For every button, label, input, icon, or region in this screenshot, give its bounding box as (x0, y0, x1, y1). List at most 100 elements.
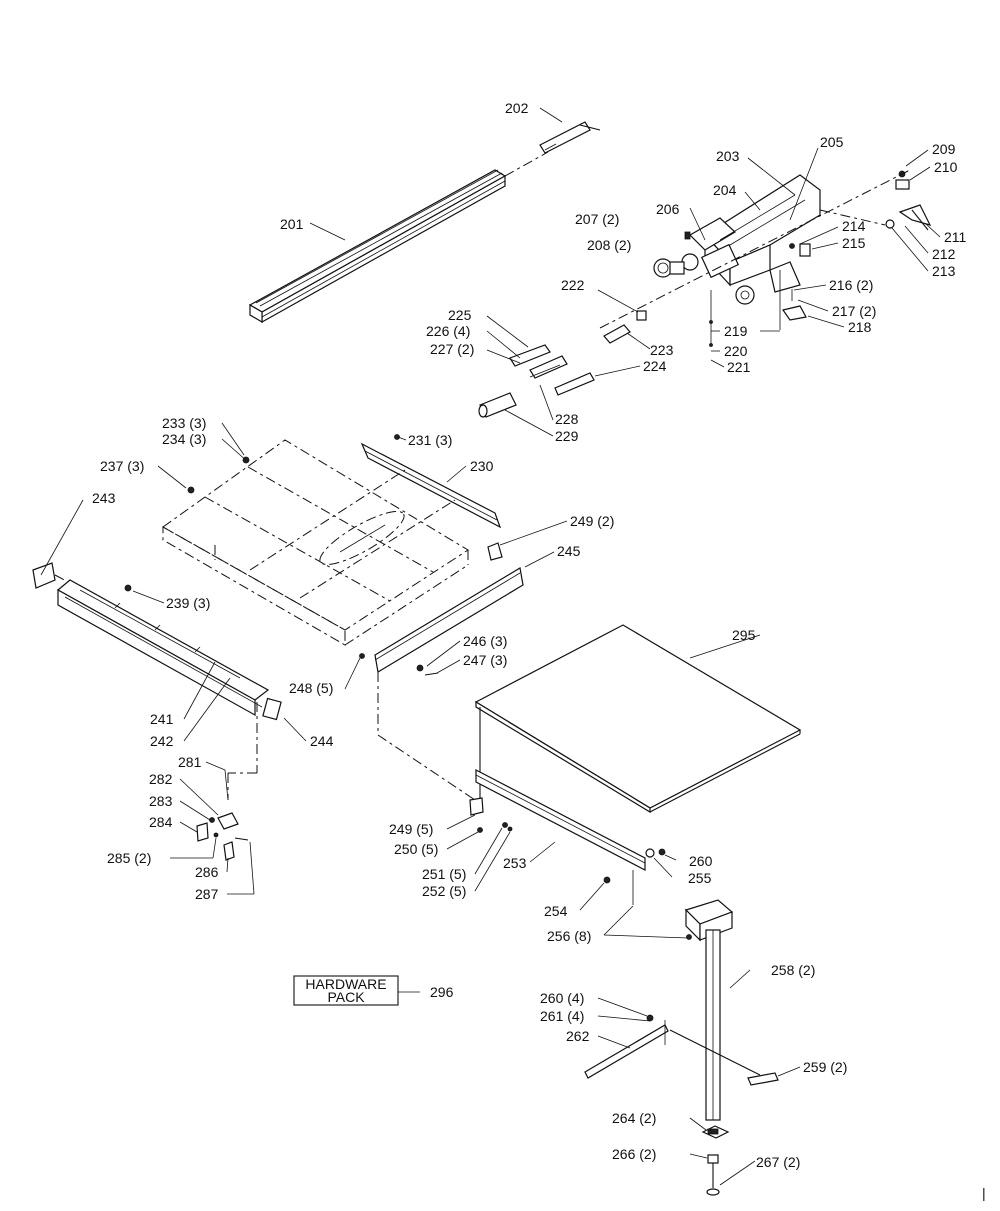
label-241: 241 (150, 711, 174, 727)
label-234: 234 (3) (162, 431, 206, 447)
part-260-nut (658, 848, 666, 856)
label-221: 221 (727, 359, 751, 375)
label-243: 243 (92, 490, 116, 506)
label-222: 222 (561, 277, 585, 293)
part-231-screw (394, 434, 400, 440)
label-224: 224 (643, 358, 667, 374)
part-256-lower-screw (686, 934, 692, 940)
leader-fence-head (599, 169, 911, 329)
part-207-screw (684, 231, 691, 240)
part-254-screw (603, 876, 611, 884)
part-203-fence-head (681, 174, 821, 305)
leader-201-202 (504, 151, 549, 177)
part-247-bolt (424, 672, 439, 676)
label-220: 220 (724, 343, 748, 359)
leader-245-253b (377, 734, 476, 801)
part-259-end (747, 1072, 779, 1086)
label-258: 258 (2) (771, 962, 815, 978)
label-213: 213 (932, 263, 956, 279)
label-207: 207 (2) (575, 211, 619, 227)
part-213-washer (885, 219, 895, 229)
label-255: 255 (688, 870, 712, 886)
label-214: 214 (842, 218, 866, 234)
part-208-knob (653, 258, 685, 278)
label-256: 256 (8) (547, 928, 591, 944)
label-283: 283 (149, 793, 173, 809)
label-231: 231 (3) (408, 432, 452, 448)
part-253-support (469, 769, 646, 871)
leader-243 (54, 574, 69, 583)
part-220-pin (709, 320, 713, 324)
part-221-pin (709, 343, 713, 347)
part-246-washer (416, 664, 424, 672)
label-295: 295 (732, 627, 756, 643)
label-225: 225 (448, 307, 472, 323)
label-226: 226 (4) (426, 323, 470, 339)
hardware-pack-line1: HARDWARE (305, 976, 386, 992)
part-239-screw (124, 584, 132, 592)
label-249-top: 249 (2) (570, 513, 614, 529)
label-201: 201 (280, 216, 304, 232)
part-267-bolt (706, 1163, 720, 1196)
part-214-screw (789, 243, 795, 249)
label-253: 253 (503, 855, 527, 871)
part-255-washer (645, 848, 655, 858)
label-216: 216 (2) (829, 277, 873, 293)
part-245-bracket (374, 567, 524, 673)
part-266-nut (707, 1154, 719, 1164)
part-237-nut (187, 486, 195, 494)
leader-262-259 (669, 1029, 761, 1076)
part-252-nut (507, 826, 513, 832)
label-242: 242 (150, 733, 174, 749)
label-218: 218 (848, 319, 872, 335)
part-258-leg (684, 899, 734, 1121)
label-260-bottom: 260 (4) (540, 990, 584, 1006)
label-281: 281 (178, 754, 202, 770)
part-230-rear-rail (360, 442, 502, 529)
label-212: 212 (932, 246, 956, 262)
label-205: 205 (820, 134, 844, 150)
part-248-nut (359, 653, 365, 659)
label-259: 259 (2) (803, 1059, 847, 1075)
label-252: 252 (5) (422, 883, 466, 899)
hardware-pack-box: HARDWARE PACK (293, 975, 399, 1006)
label-254: 254 (544, 903, 568, 919)
part-222-223-bushing (603, 310, 647, 344)
part-225-228-bracket (509, 344, 595, 396)
page-mark: | (982, 1185, 986, 1201)
label-239: 239 (3) (166, 595, 210, 611)
label-229: 229 (555, 428, 579, 444)
part-table-extension (162, 439, 469, 646)
label-208: 208 (2) (587, 237, 631, 253)
label-219: 219 (724, 323, 748, 339)
label-250: 250 (5) (394, 841, 438, 857)
part-202-end-cap (539, 121, 601, 154)
label-266: 266 (2) (612, 1146, 656, 1162)
label-282: 282 (149, 771, 173, 787)
part-243-end-cap (32, 562, 56, 589)
label-245: 245 (557, 543, 581, 559)
label-237: 237 (3) (100, 458, 144, 474)
label-203: 203 (716, 148, 740, 164)
part-241-front-rail (56, 579, 270, 717)
label-228: 228 (555, 411, 579, 427)
label-211: 211 (944, 229, 967, 245)
label-217: 217 (2) (832, 303, 876, 319)
label-249-bottom: 249 (5) (389, 821, 433, 837)
label-247: 247 (3) (463, 652, 507, 668)
label-223: 223 (650, 342, 674, 358)
part-250-screw (477, 827, 483, 833)
part-249-small-bracket (487, 542, 503, 561)
label-285: 285 (2) (107, 850, 151, 866)
hardware-pack-line2: PACK (327, 989, 365, 1005)
part-264-foot (701, 1125, 730, 1139)
part-215-pad (799, 243, 811, 257)
part-295-board (474, 624, 802, 814)
part-211-lever (898, 204, 932, 231)
part-251-washer (502, 822, 508, 828)
label-251: 251 (5) (422, 866, 466, 882)
callout-leaders (40, 107, 941, 1186)
label-261: 261 (4) (540, 1008, 584, 1024)
label-233: 233 (3) (162, 415, 206, 431)
label-230: 230 (470, 458, 494, 474)
